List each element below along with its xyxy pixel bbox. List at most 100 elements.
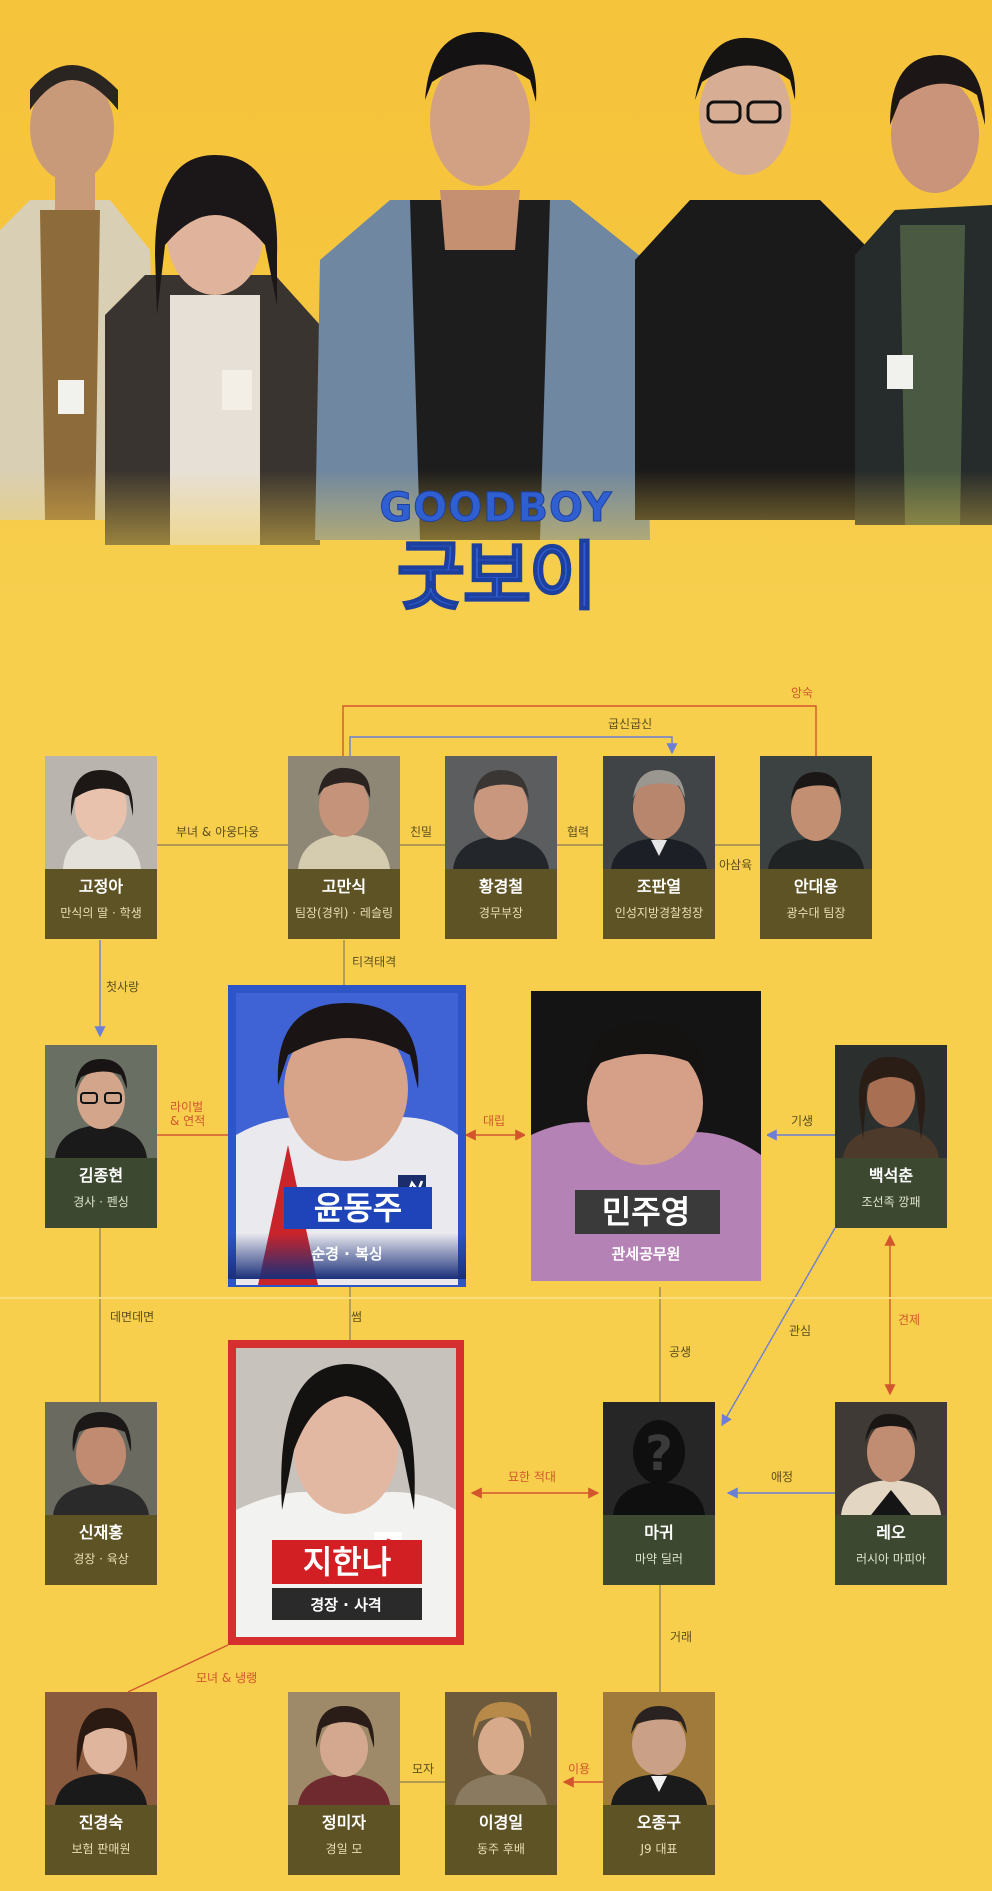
name-plate bbox=[284, 1187, 432, 1229]
edge-label-chinmil: 친밀 bbox=[410, 825, 433, 839]
logo-korean: 굿보이 bbox=[396, 533, 598, 621]
portrait-hwang bbox=[445, 756, 557, 869]
role-plate bbox=[272, 1588, 422, 1620]
card-go-mansik: 고만식 팀장(경위) · 레슬링 bbox=[288, 756, 400, 939]
poster-character-4 bbox=[630, 30, 870, 520]
edge-label-sseom: 썸 bbox=[351, 1310, 363, 1324]
card-name: 오종구 bbox=[636, 1813, 682, 1832]
card-role: 동주 후배 bbox=[477, 1842, 525, 1856]
lead-role: 관세공무원 bbox=[611, 1245, 681, 1263]
lead-name: 지한나 bbox=[302, 1543, 392, 1581]
edge-label-cheotsarang: 첫사랑 bbox=[106, 980, 140, 994]
name-plate bbox=[272, 1540, 422, 1584]
poster: GOODBOY 굿보이 bbox=[0, 0, 992, 672]
card-role: 만식의 딸 · 학생 bbox=[60, 906, 142, 920]
card-name: 마귀 bbox=[644, 1523, 674, 1542]
card-name: 고정아 bbox=[78, 877, 124, 896]
card-name: 고만식 bbox=[321, 877, 367, 896]
edge-label-angsuk: 앙숙 bbox=[791, 686, 814, 700]
card-role: 보험 판매원 bbox=[71, 1842, 131, 1856]
poster-fade bbox=[0, 470, 992, 672]
poster-character-3 bbox=[300, 20, 660, 540]
card-name: 황경철 bbox=[478, 877, 524, 896]
edge-label-aejeong: 애정 bbox=[771, 1470, 794, 1484]
card-role: 경장 · 육상 bbox=[73, 1552, 129, 1566]
edge-label-monyeo: 모녀 & 냉랭 bbox=[196, 1671, 258, 1685]
card-magwi: ? 마귀 마약 딜러 bbox=[603, 1402, 715, 1585]
edge-label-bunyeo: 부녀 & 아웅다웅 bbox=[176, 825, 260, 839]
portrait-shin bbox=[45, 1402, 157, 1515]
card-go-jeonga: 고정아 만식의 딸 · 학생 bbox=[45, 756, 157, 939]
name-plate bbox=[575, 1190, 720, 1234]
card-role: 경일 모 bbox=[325, 1842, 363, 1856]
edge-label-gupsin: 굽신굽신 bbox=[608, 717, 653, 731]
edge-label-rival: 라이벌 & 연적 bbox=[170, 1100, 205, 1128]
card-name: 조판열 bbox=[636, 877, 682, 896]
lead-role: 순경 · 복싱 bbox=[311, 1245, 383, 1263]
lead-role: 경장 · 사격 bbox=[310, 1596, 382, 1614]
portrait-jo bbox=[603, 756, 715, 869]
card-kim: 김종현 경사 · 펜싱 bbox=[45, 1045, 157, 1228]
edge-label-rival-line1: 라이벌 bbox=[170, 1100, 204, 1114]
logo-english: GOODBOY bbox=[379, 485, 613, 532]
card-lee: 이경일 동주 후배 bbox=[445, 1692, 557, 1875]
portrait-oh bbox=[603, 1692, 715, 1805]
edge-label-gwansim: 관심 bbox=[789, 1324, 812, 1338]
lead-card-min: 민주영 관세공무원 bbox=[525, 985, 767, 1287]
edge-label-gyeonje: 견제 bbox=[898, 1313, 921, 1327]
role-shade bbox=[228, 1233, 466, 1279]
portrait-kim bbox=[45, 1045, 157, 1158]
portrait-ahn bbox=[760, 756, 872, 869]
card-role: 경무부장 bbox=[478, 906, 524, 920]
card-name: 안대용 bbox=[793, 877, 839, 896]
card-name: 정미자 bbox=[321, 1813, 367, 1832]
card-role: 인성지방경찰청장 bbox=[614, 906, 704, 920]
card-shin: 신재홍 경장 · 육상 bbox=[45, 1402, 157, 1585]
card-role: 러시아 마피아 bbox=[855, 1552, 927, 1566]
lead-name: 민주영 bbox=[601, 1193, 691, 1231]
card-leo: 레오 러시아 마피아 bbox=[835, 1402, 947, 1585]
card-role: 마약 딜러 bbox=[635, 1552, 683, 1566]
card-name: 신재홍 bbox=[78, 1523, 124, 1542]
show-logo: GOODBOY 굿보이 bbox=[368, 484, 624, 630]
portrait-go-mansik bbox=[288, 756, 400, 869]
card-name: 백석춘 bbox=[868, 1166, 914, 1185]
edge-label-iyong: 이용 bbox=[568, 1762, 591, 1776]
card-jeong: 정미자 경일 모 bbox=[288, 1692, 400, 1875]
edge-label-daerip: 대립 bbox=[483, 1114, 506, 1128]
edge-label-rival-line2: & 연적 bbox=[170, 1114, 206, 1128]
portrait-baek bbox=[835, 1045, 947, 1158]
card-ahn: 안대용 광수대 팀장 bbox=[760, 756, 872, 939]
edge-label-titeok: 티격태격 bbox=[352, 955, 397, 969]
card-name: 레오 bbox=[876, 1523, 906, 1542]
edge-label-gongsaeng: 공생 bbox=[669, 1345, 692, 1359]
card-role: 경사 · 펜싱 bbox=[73, 1195, 129, 1209]
card-jo: 조판열 인성지방경찰청장 bbox=[603, 756, 715, 939]
card-role: 광수대 팀장 bbox=[786, 906, 846, 920]
poster-character-5 bbox=[845, 45, 992, 525]
card-role: 팀장(경위) · 레슬링 bbox=[294, 906, 394, 920]
edge-label-moja: 모자 bbox=[412, 1762, 435, 1776]
portrait-go-jeonga bbox=[45, 756, 157, 869]
lead-card-ji: 지한나 경장 · 사격 bbox=[228, 1340, 464, 1645]
portrait-leo bbox=[835, 1402, 947, 1515]
edge-label-georae: 거래 bbox=[670, 1630, 693, 1644]
lead-name: 윤동주 bbox=[313, 1189, 403, 1227]
edge-label-demyeon: 데면데면 bbox=[110, 1310, 155, 1324]
lead-card-yoon: 윤동주 순경 · 복싱 bbox=[228, 985, 466, 1287]
card-jin: 진경숙 보험 판매원 bbox=[45, 1692, 157, 1875]
card-hwang: 황경철 경무부장 bbox=[445, 756, 557, 939]
card-oh: 오종구 J9 대표 bbox=[603, 1692, 715, 1875]
card-name: 김종현 bbox=[78, 1166, 124, 1185]
portrait-min bbox=[531, 991, 761, 1281]
edge-label-myohan: 묘한 적대 bbox=[508, 1470, 556, 1484]
portrait-jin bbox=[45, 1692, 157, 1805]
edge-label-giseng: 기생 bbox=[791, 1114, 814, 1128]
edge-label-hyeomryeok: 협력 bbox=[567, 825, 590, 839]
portrait-magwi: ? bbox=[603, 1402, 715, 1515]
card-name: 진경숙 bbox=[78, 1813, 124, 1832]
portrait-lee bbox=[445, 1692, 557, 1805]
